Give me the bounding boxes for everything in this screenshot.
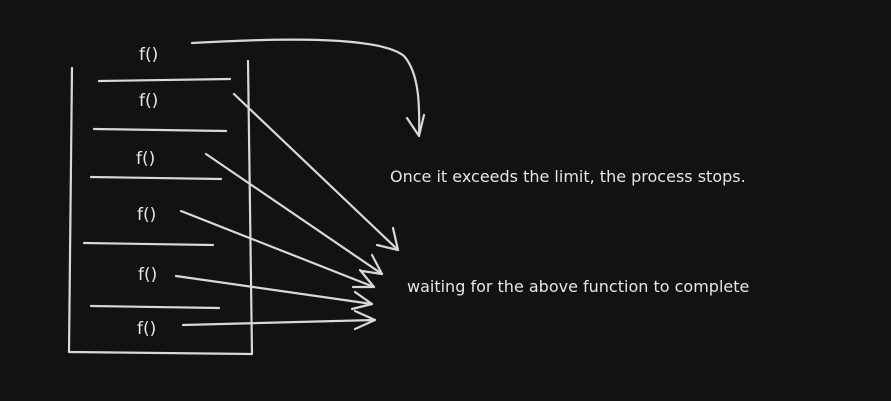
limit-arrow: [190, 38, 426, 138]
limit-arrow-head: [405, 113, 426, 138]
separator: [82, 241, 215, 247]
waiting-arrow: [181, 318, 377, 327]
waiting-arrows: [174, 92, 400, 331]
waiting-arrow-head: [351, 268, 376, 289]
waiting-arrow: [174, 274, 374, 306]
frame-label: f(): [137, 205, 156, 225]
waiting-arrow: [179, 209, 376, 289]
separator: [97, 77, 232, 83]
waiting-note: waiting for the above function to comple…: [407, 277, 749, 296]
waiting-arrow: [232, 92, 400, 252]
frame-label: f(): [136, 149, 155, 169]
waiting-arrow-head: [350, 290, 374, 311]
limit-note: Once it exceeds the limit, the process s…: [390, 167, 746, 186]
separator: [89, 175, 223, 181]
separator: [92, 127, 228, 133]
waiting-arrow: [204, 152, 384, 276]
frame-separators: [82, 77, 232, 310]
waiting-arrow-head: [360, 253, 384, 276]
stack-container: [67, 59, 254, 356]
waiting-arrow-head: [353, 309, 377, 331]
stack-frames: f() f() f() f() f() f(): [136, 45, 158, 339]
frame-label-top: f(): [139, 45, 158, 65]
limit-arrow-shaft: [190, 38, 421, 138]
frame-label: f(): [138, 265, 157, 285]
separator: [89, 304, 221, 310]
waiting-arrow-head: [375, 226, 400, 252]
frame-label: f(): [137, 319, 156, 339]
frame-label: f(): [139, 91, 158, 111]
